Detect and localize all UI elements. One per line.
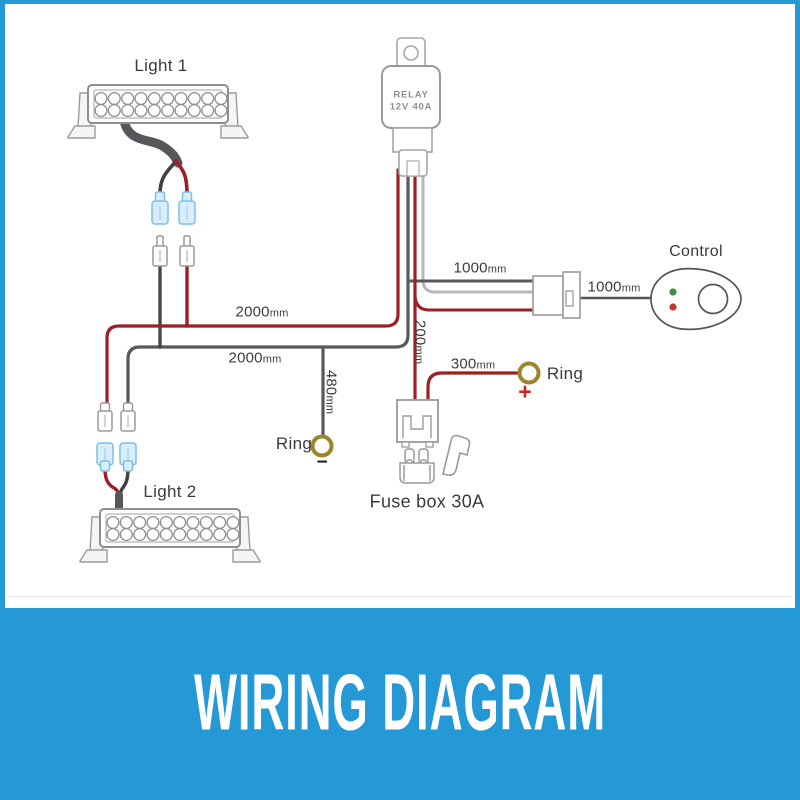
light2-leads — [103, 467, 130, 516]
light1-bar — [67, 84, 249, 139]
light1-lead-black — [158, 159, 178, 196]
light2-bar — [79, 508, 261, 563]
banner-title-text: WIRING DIAGRAM — [193, 658, 607, 748]
wire-lightgray-relay-connector — [421, 168, 537, 294]
control-led-green — [669, 288, 677, 296]
relay — [381, 37, 441, 177]
light1-cable — [119, 115, 183, 168]
wiring-harness — [105, 168, 657, 439]
wiring-diagram-graphic — [67, 37, 742, 563]
relay-mount-hole — [403, 45, 419, 61]
wire-red-300 — [426, 371, 522, 405]
control-connector-plug — [532, 271, 581, 319]
control-led-red — [669, 303, 677, 311]
light1-leads — [119, 115, 189, 196]
title-banner — [0, 608, 800, 800]
light2-male-connectors — [97, 402, 136, 432]
wire-black-bus — [126, 168, 410, 407]
wire-red-bus — [105, 168, 400, 407]
photo-edge-line — [8, 596, 792, 597]
light2-female-connectors — [96, 442, 137, 472]
blade-fuse — [399, 448, 435, 484]
fuse-cover — [442, 434, 471, 476]
relay-body — [381, 65, 441, 129]
control-switch — [650, 267, 742, 331]
light1-lead-red — [174, 159, 189, 196]
ring-terminal-negative — [310, 434, 334, 458]
wire-red-connector-branch — [413, 294, 537, 312]
ring-terminal-positive — [517, 361, 541, 385]
light1-male-connectors — [152, 235, 195, 267]
light1-female-connectors — [151, 191, 196, 225]
fuse-box — [396, 399, 471, 484]
control-button — [697, 283, 729, 315]
